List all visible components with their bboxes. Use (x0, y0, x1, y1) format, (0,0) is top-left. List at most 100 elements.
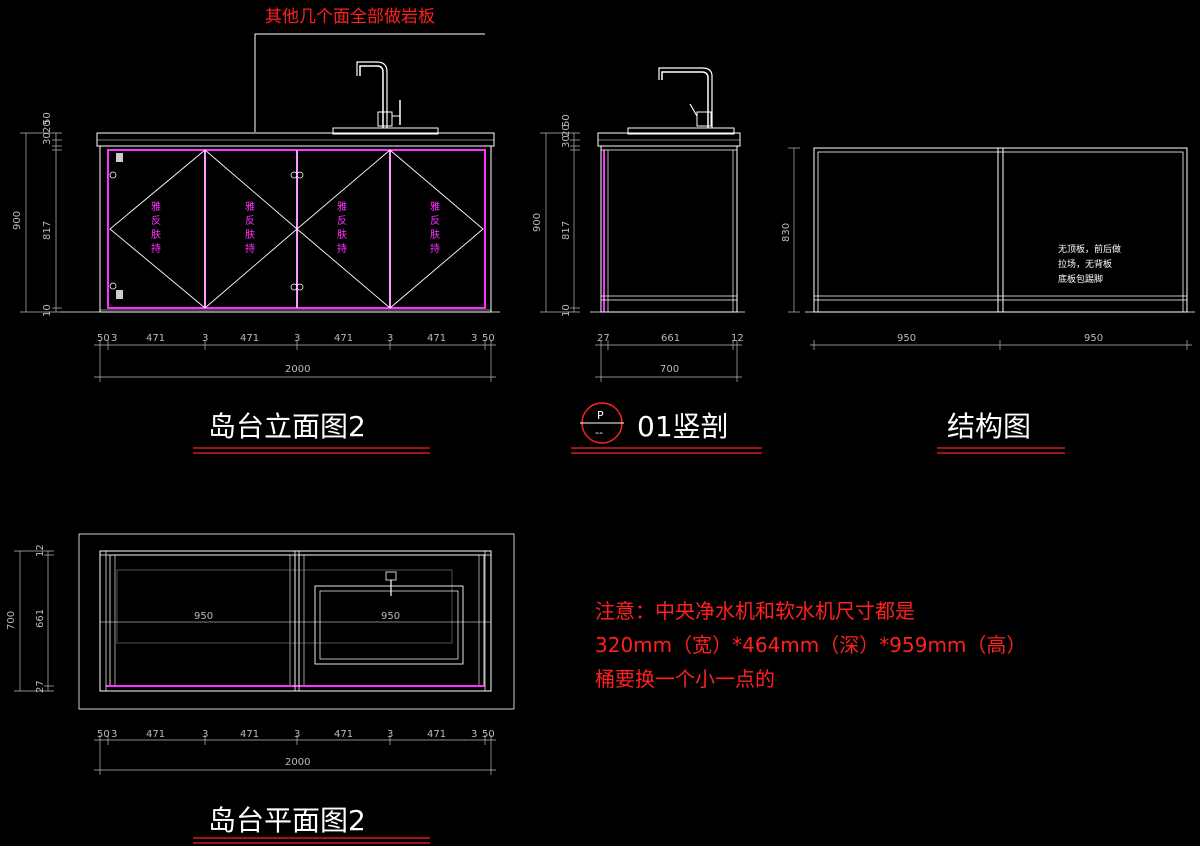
panel-text-group-3: 雅 反 肤 持 (337, 200, 347, 255)
section-sink (627, 127, 735, 135)
elev-hdim-8: 471 (427, 333, 446, 344)
notice-line-2: 320mm（宽）*464mm（深）*959mm（高） (595, 633, 1026, 657)
section-countertop (597, 132, 741, 147)
structure-title: 结构图 (947, 410, 1031, 443)
svg-text:持: 持 (245, 242, 255, 255)
elev-hdim-2: 471 (146, 333, 165, 344)
plan-vdim-27: 27 (35, 680, 46, 693)
section-title: 01竖剖 (637, 410, 729, 443)
section-symbol-top: P (597, 409, 604, 422)
sec-hdim-12: 12 (731, 333, 744, 344)
svg-text:持: 持 (151, 242, 161, 255)
elev-hdim-9: 3 (471, 333, 477, 344)
elev-hdim-3: 3 (202, 333, 208, 344)
sec-hdim-27: 27 (597, 333, 610, 344)
notice-block: 注意：中央净水机和软水机尺寸都是 320mm（宽）*464mm（深）*959mm… (595, 599, 1026, 691)
elev-hdim-10: 50 (482, 333, 495, 344)
plan-title: 岛台平面图2 (208, 804, 366, 837)
notice-line-1: 注意：中央净水机和软水机尺寸都是 (595, 599, 915, 623)
svg-text:雅: 雅 (151, 200, 161, 213)
svg-text:肤: 肤 (151, 228, 161, 241)
plan-sink (314, 585, 464, 665)
plan-hdim-3: 3 (202, 729, 208, 740)
elevation-sink (332, 127, 439, 135)
elev-hdim-1: 3 (111, 333, 117, 344)
section-cabinet (600, 145, 738, 313)
svg-text:雅: 雅 (430, 200, 440, 213)
callout-leader (254, 33, 485, 132)
sec-vdim-50: 50 (561, 114, 572, 127)
plan-vdim-700: 700 (6, 611, 17, 630)
svg-text:肤: 肤 (430, 228, 440, 241)
plan-hdim-8: 471 (427, 729, 446, 740)
plan-cabinet (99, 550, 492, 692)
sec-vdim-817: 817 (561, 221, 572, 240)
plan-outer-frame (78, 533, 515, 710)
elev-vdim-50: 50 (42, 112, 53, 125)
sec-hdim-661: 661 (661, 333, 680, 344)
section-symbol-bottom: -- (595, 426, 603, 439)
structure-note-2: 拉场，无背板 (1058, 258, 1112, 270)
section-view: 30 20 50 900 817 10 27 661 12 700 P -- 0… (532, 67, 762, 454)
elevation-countertop (96, 132, 495, 147)
plan-hdim-10: 50 (482, 729, 495, 740)
structure-hdim-1: 950 (897, 333, 916, 344)
svg-text:雅: 雅 (245, 200, 255, 213)
structure-hdim-2: 950 (1084, 333, 1103, 344)
elev-hdim-5: 3 (294, 333, 300, 344)
elev-hdim-7: 3 (387, 333, 393, 344)
elev-hdim-6: 471 (334, 333, 353, 344)
elevation-faucet (359, 65, 384, 128)
svg-text:反: 反 (245, 215, 255, 227)
svg-text:反: 反 (430, 215, 440, 227)
structure-vdim: 830 (781, 223, 792, 242)
plan-hdim-0: 50 (97, 729, 110, 740)
elev-vdim-900: 900 (12, 211, 23, 230)
door-panel-3 (296, 149, 391, 309)
structure-note-1: 无顶板，前后做 (1058, 243, 1121, 255)
panel-text-group-4: 雅 反 肤 持 (430, 200, 440, 255)
sec-vdim-900: 900 (532, 213, 543, 232)
plan-total-dim: 2000 (285, 757, 310, 768)
plan-hdim-7: 3 (387, 729, 393, 740)
svg-text:反: 反 (151, 215, 161, 227)
svg-text:肤: 肤 (245, 228, 255, 241)
plan-inner-label-1: 950 (194, 611, 213, 622)
plan-hdim-9: 3 (471, 729, 477, 740)
plan-hdim-4: 471 (240, 729, 259, 740)
panel-text-group-2: 雅 反 肤 持 (245, 200, 255, 255)
plan-hdim-6: 471 (334, 729, 353, 740)
plan-hdim-2: 471 (146, 729, 165, 740)
door-panel-4 (389, 149, 486, 309)
sec-vdim-10: 10 (561, 304, 572, 317)
svg-text:反: 反 (337, 215, 347, 227)
sec-vdim-20: 20 (561, 124, 572, 137)
elev-vdim-10: 10 (42, 304, 53, 317)
elev-vdim-30: 30 (42, 132, 53, 145)
plan-vdim-661: 661 (35, 609, 46, 628)
elev-vdim-20: 20 (42, 120, 53, 133)
sec-vdim-30: 30 (561, 135, 572, 148)
elevation-view: 雅 反 肤 持 雅 反 肤 持 雅 反 肤 持 雅 反 肤 持 (12, 61, 500, 454)
plan-vdim-12: 12 (35, 544, 46, 557)
plan-hdim-5: 3 (294, 729, 300, 740)
svg-text:持: 持 (430, 242, 440, 255)
elev-vdim-817: 817 (42, 221, 53, 240)
door-panel-1 (107, 149, 206, 309)
elev-total-dim: 2000 (285, 364, 310, 375)
elevation-title: 岛台立面图2 (208, 410, 366, 443)
structure-view: 无顶板，前后做 拉场，无背板 底板包踢脚 830 950 950 结构图 (781, 147, 1195, 454)
elevation-cabinet (99, 145, 492, 313)
structure-note-3: 底板包踢脚 (1058, 273, 1103, 285)
elev-hdim-4: 471 (240, 333, 259, 344)
callout-text: 其他几个面全部做岩板 (265, 7, 435, 27)
plan-view: 950 950 12 700 661 27 50 3 471 3 471 3 4… (6, 533, 515, 844)
section-faucet (661, 71, 709, 128)
notice-line-3: 桶要换一个小一点的 (595, 667, 775, 691)
structure-frame (813, 147, 1188, 313)
svg-text:肤: 肤 (337, 228, 347, 241)
plan-inner-label-2: 950 (381, 611, 400, 622)
elev-hdim-0: 50 (97, 333, 110, 344)
svg-text:持: 持 (337, 242, 347, 255)
panel-text-group-1: 雅 反 肤 持 (151, 200, 161, 255)
